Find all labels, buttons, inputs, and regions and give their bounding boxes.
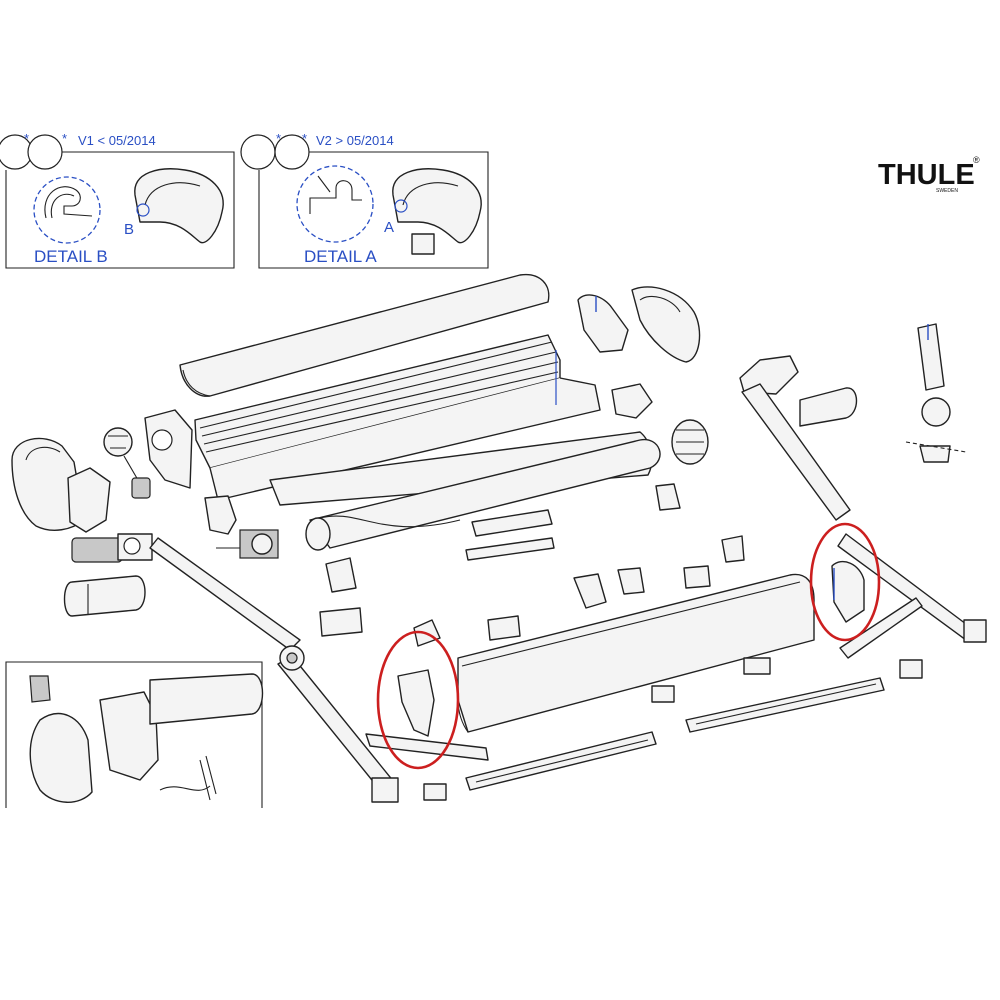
left-motor-gear [103, 427, 151, 499]
center-end-cap-right [631, 286, 701, 363]
center-upper-rails [465, 509, 555, 561]
bracket-e [683, 565, 711, 589]
detail-a-marker-circle [394, 199, 408, 213]
left-small-bracket [204, 495, 237, 535]
bracket-d [617, 567, 645, 595]
detail-a-circle-1 [240, 134, 276, 170]
lower-track-right [651, 657, 923, 733]
roller-tube [305, 438, 661, 551]
left-cover-cap [11, 437, 111, 533]
center-bracket-1 [611, 383, 653, 419]
detail-b-endcap [134, 168, 224, 244]
bracket-f [721, 535, 745, 563]
motor-detail-unit [99, 691, 159, 781]
left-end-plate [144, 409, 193, 489]
detail-a-star-2: * [302, 131, 307, 146]
cassette-profile [194, 334, 601, 501]
detail-b-frame [5, 151, 235, 269]
left-arm [149, 537, 399, 803]
detail-b-circle-2 [27, 134, 63, 170]
left-cylinder [63, 575, 146, 617]
detail-a-title: DETAIL A [304, 247, 377, 266]
bracket-b [319, 607, 363, 637]
detail-a-marker: A [384, 219, 394, 236]
detail-a-frame [258, 151, 489, 269]
logo-text: THULE [878, 159, 975, 191]
motor-detail-tube [149, 673, 264, 725]
small-parts-row [319, 535, 745, 641]
center-small-cap [655, 483, 681, 511]
motor-detail-cover [29, 712, 93, 803]
detail-b-star-1: * [24, 131, 29, 146]
motor-detail-wire-1 [159, 785, 211, 791]
motor-detail-frame [5, 661, 263, 808]
left-bracket-plate [67, 467, 111, 533]
detail-b-star-2: * [62, 131, 67, 146]
motor-detail-panel [5, 661, 264, 808]
bracket-g [487, 615, 521, 641]
detail-b-marker: B [124, 221, 134, 238]
top-cover-profile [179, 273, 550, 397]
detail-b-panel: * * V1 < 05/2014 DETAIL B B [0, 131, 235, 269]
motor-detail-cap [29, 675, 51, 703]
detail-b-profile-inner [50, 193, 75, 219]
lower-track-left [423, 731, 657, 801]
detail-b-zoom-circle [33, 176, 101, 244]
highlight-end-cap-left [376, 630, 460, 770]
detail-b-version: V1 < 05/2014 [78, 133, 156, 148]
detail-b-title: DETAIL B [34, 247, 108, 266]
front-right-end-cap [831, 561, 865, 623]
logo-sub: SWEDEN [936, 188, 958, 194]
detail-b-profile-hook [44, 186, 93, 219]
bracket-c [573, 573, 607, 609]
detail-a-star-1: * [276, 131, 281, 146]
detail-a-profile [309, 180, 362, 214]
right-cylinder [799, 387, 858, 427]
left-motor-assembly [216, 529, 279, 559]
detail-a-zoom-circle [296, 165, 374, 243]
bracket-a [325, 557, 357, 593]
motor-detail-wire-2 [199, 755, 217, 801]
center-end-cap-left [577, 294, 629, 353]
thule-logo: THULE ® SWEDEN [878, 155, 980, 194]
detail-a-small-block [411, 233, 435, 255]
left-arm-mount [71, 533, 153, 563]
right-arm [739, 355, 987, 659]
center-drive-gear [671, 419, 709, 465]
logo-registered: ® [973, 155, 980, 165]
detail-a-panel: * * V2 > 05/2014 DETAIL A A [240, 131, 489, 269]
right-screw-assembly [905, 323, 967, 463]
detail-a-version: V2 > 05/2014 [316, 133, 394, 148]
detail-b-marker-circle [136, 203, 150, 217]
left-diagonal-bar [365, 733, 489, 761]
detail-a-endcap [392, 168, 482, 244]
highlight-end-cap-right [809, 522, 881, 642]
